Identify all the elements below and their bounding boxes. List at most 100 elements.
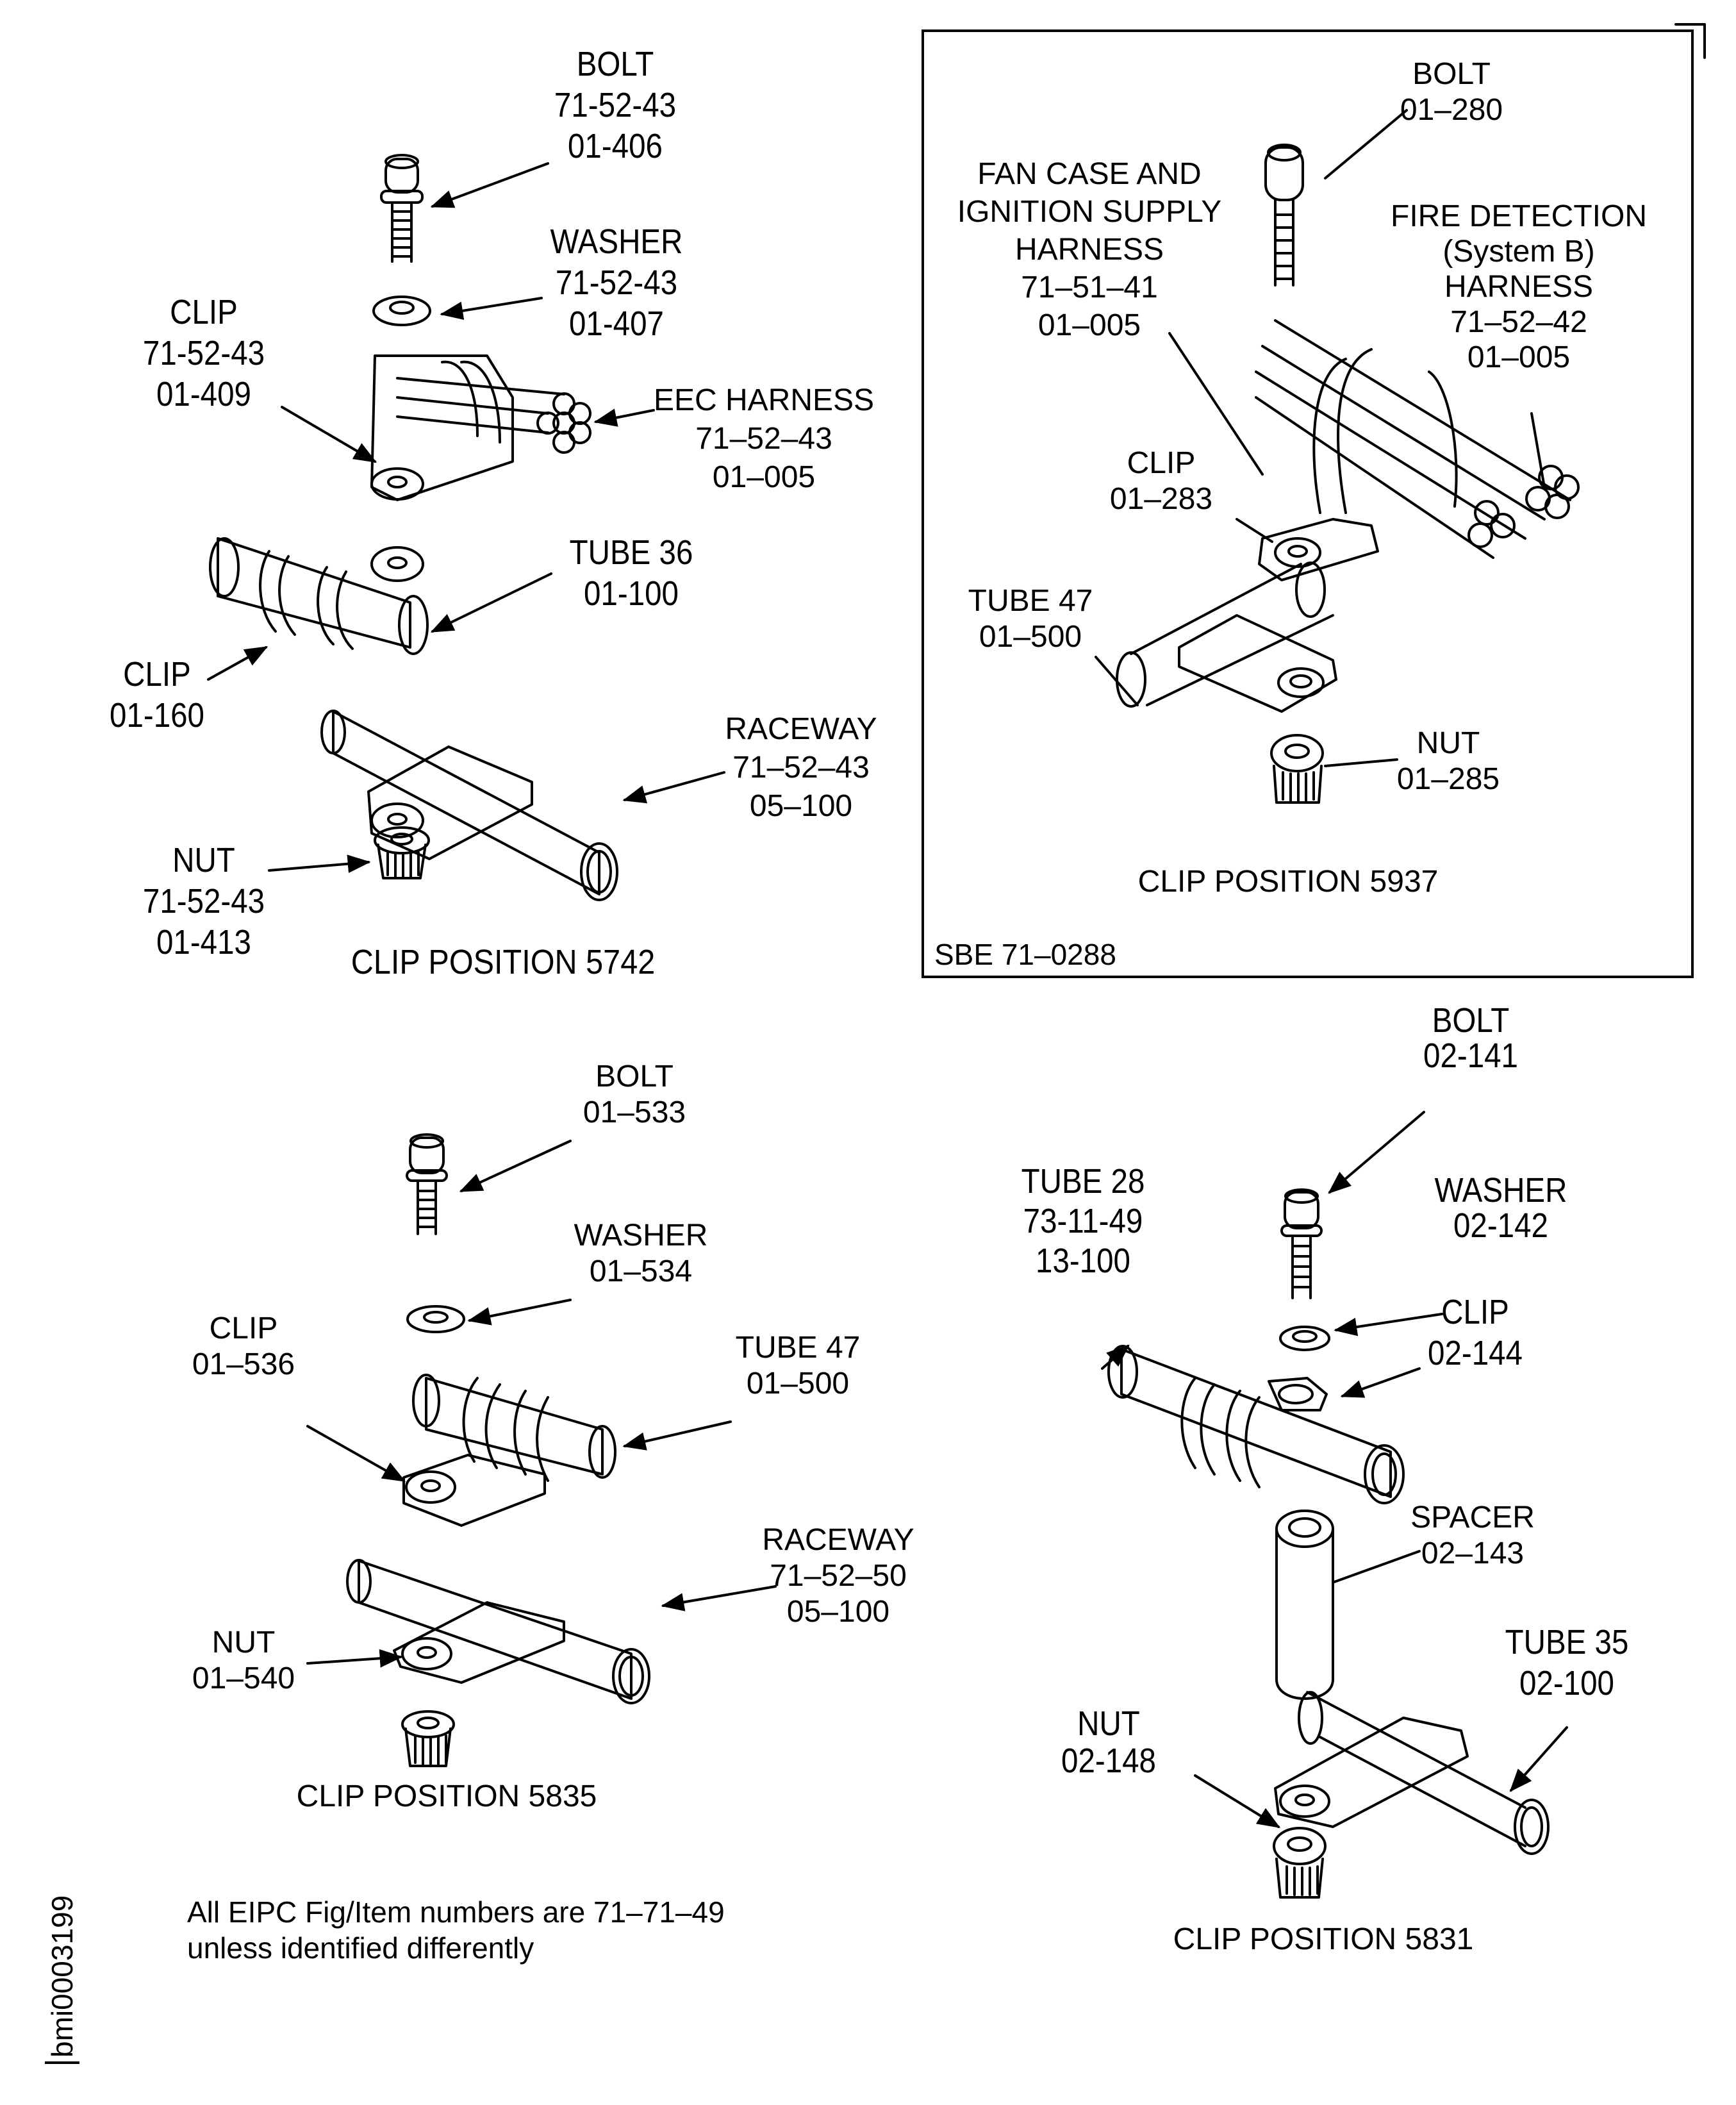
part-name: NUT bbox=[1416, 726, 1480, 760]
washer-5831 bbox=[1279, 1326, 1330, 1351]
part-name: BOLT bbox=[1432, 1001, 1510, 1040]
part-ref: 73-11-49 bbox=[1023, 1202, 1143, 1240]
washer-5835 bbox=[406, 1305, 465, 1333]
part-item: 01–005 bbox=[1467, 340, 1571, 374]
part-item: 01–500 bbox=[746, 1367, 850, 1401]
part-label-nut-5937: NUT 01–285 bbox=[1397, 726, 1500, 797]
raceway-5742 bbox=[320, 710, 618, 901]
part-name: BOLT bbox=[595, 1060, 674, 1094]
nut-5835 bbox=[401, 1710, 455, 1767]
nut-5742 bbox=[374, 826, 430, 879]
bolt-5937 bbox=[1264, 144, 1304, 287]
part-name: TUBE 36 bbox=[569, 533, 693, 572]
part-label-tube36-5742: TUBE 36 01-100 bbox=[570, 532, 693, 614]
part-item: 01-160 bbox=[110, 696, 204, 735]
corner-bracket bbox=[1674, 23, 1706, 59]
part-item: 01–005 bbox=[712, 460, 816, 494]
part-name: TUBE 35 bbox=[1505, 1623, 1629, 1661]
part-label-tube35-5831: TUBE 35 02-100 bbox=[1505, 1622, 1629, 1704]
clip-harness-5937 bbox=[1255, 319, 1580, 581]
footnote-line: unless identified differently bbox=[187, 1931, 534, 1965]
part-label-bolt-5937: BOLT 01–280 bbox=[1400, 56, 1503, 128]
part-label-tube28-5831: TUBE 28 73-11-49 13-100 bbox=[1021, 1161, 1145, 1281]
part-label-clip-5831: CLIP 02-144 bbox=[1428, 1292, 1523, 1374]
part-item: 02-141 bbox=[1423, 1036, 1518, 1075]
part-item: 02-142 bbox=[1453, 1206, 1548, 1245]
part-name: NUT bbox=[172, 841, 235, 879]
part-name: NUT bbox=[1077, 1704, 1140, 1743]
part-item: 01–533 bbox=[583, 1095, 686, 1129]
tube47-5937 bbox=[1116, 562, 1337, 713]
part-label-washer-5831: WASHER 02-142 bbox=[1435, 1173, 1567, 1244]
document-id: bmi0003199 bbox=[45, 1895, 79, 2064]
part-name: HARNESS bbox=[1014, 233, 1164, 267]
part-label-bolt-5742: BOLT 71-52-43 01-406 bbox=[554, 44, 676, 167]
part-ref: 71–52–42 bbox=[1450, 305, 1587, 339]
part-item: 01–283 bbox=[1109, 482, 1213, 516]
tube35-5831 bbox=[1274, 1691, 1550, 1855]
part-item: 02–143 bbox=[1421, 1536, 1525, 1570]
part-label-eec-harness-5742: EEC HARNESS 71–52–43 01–005 bbox=[654, 381, 874, 497]
part-label-bolt-5831: BOLT 02-141 bbox=[1423, 1003, 1518, 1074]
part-item: 02-148 bbox=[1061, 1742, 1156, 1780]
part-label-washer-5742: WASHER 71-52-43 01-407 bbox=[550, 221, 683, 344]
part-item: 05–100 bbox=[786, 1595, 890, 1629]
part-item: 01–285 bbox=[1396, 762, 1500, 796]
nut-5831 bbox=[1273, 1827, 1327, 1899]
part-item: 01–500 bbox=[979, 620, 1082, 654]
part-item: 01–534 bbox=[589, 1254, 693, 1288]
part-item: 01-413 bbox=[156, 923, 251, 961]
spacer-5831 bbox=[1275, 1510, 1334, 1700]
part-ref: 71–52–50 bbox=[770, 1559, 907, 1593]
part-name: TUBE 47 bbox=[968, 584, 1093, 618]
part-item: 01–536 bbox=[192, 1347, 295, 1381]
part-name: IGNITION SUPPLY bbox=[957, 195, 1222, 229]
part-item: 01-100 bbox=[584, 574, 679, 613]
part-item: 05–100 bbox=[749, 789, 853, 823]
eipc-footnote: All EIPC Fig/Item numbers are 71–71–49 u… bbox=[187, 1894, 725, 1966]
bolt-5831 bbox=[1280, 1188, 1323, 1299]
part-label-bolt-5835: BOLT 01–533 bbox=[583, 1059, 686, 1131]
service-bulletin-box bbox=[922, 29, 1694, 978]
part-name: RACEWAY bbox=[725, 712, 877, 746]
part-label-clip160-5742: CLIP 01-160 bbox=[110, 654, 204, 736]
part-ref: 71–51–41 bbox=[1021, 270, 1158, 304]
part-name: CLIP bbox=[170, 293, 238, 331]
part-label-raceway-5835: RACEWAY 71–52–50 05–100 bbox=[762, 1522, 914, 1630]
part-label-nut-5742: NUT 71-52-43 01-413 bbox=[143, 840, 265, 963]
part-name: (System B) bbox=[1443, 235, 1595, 269]
part-label-clip-5937: CLIP 01–283 bbox=[1110, 445, 1212, 517]
part-item: 01–280 bbox=[1400, 93, 1503, 127]
washer-5742 bbox=[372, 295, 431, 326]
clip-tube47-5835 bbox=[402, 1374, 616, 1527]
part-name: FIRE DETECTION bbox=[1390, 199, 1648, 233]
part-item: 01-407 bbox=[569, 304, 664, 343]
part-label-tube47-5835: TUBE 47 01–500 bbox=[736, 1330, 861, 1402]
part-ref: 71-52-43 bbox=[555, 263, 678, 302]
part-name: CLIP bbox=[209, 1311, 278, 1345]
bolt-5742 bbox=[380, 154, 424, 263]
part-label-clip-5835: CLIP 01–536 bbox=[192, 1311, 295, 1383]
part-name: WASHER bbox=[574, 1219, 708, 1252]
part-item: 01–540 bbox=[192, 1661, 295, 1695]
part-ref: 71-52-43 bbox=[554, 86, 677, 124]
part-name: TUBE 47 bbox=[735, 1331, 861, 1365]
clip-position-caption-5742: CLIP POSITION 5742 bbox=[351, 943, 656, 981]
part-item: 01–005 bbox=[1037, 308, 1141, 342]
clip-position-caption-5831: CLIP POSITION 5831 bbox=[1173, 1922, 1474, 1956]
part-label-fan-case-harness-5937: FAN CASE AND IGNITION SUPPLY HARNESS 71–… bbox=[957, 155, 1222, 344]
part-item: 02-144 bbox=[1428, 1334, 1523, 1372]
part-item: 13-100 bbox=[1036, 1242, 1130, 1280]
service-bulletin-label: SBE 71–0288 bbox=[934, 938, 1116, 971]
part-name: EEC HARNESS bbox=[653, 383, 875, 417]
clip-position-caption-5937: CLIP POSITION 5937 bbox=[1137, 865, 1439, 899]
part-name: CLIP bbox=[1441, 1293, 1509, 1331]
part-ref: 71–52–43 bbox=[695, 422, 832, 456]
part-label-spacer-5831: SPACER 02–143 bbox=[1410, 1500, 1535, 1572]
clip-harness-5742 bbox=[370, 354, 591, 501]
part-ref: 71-52-43 bbox=[142, 334, 265, 372]
tube36-clip-5742 bbox=[209, 537, 429, 655]
part-label-clip-5742: CLIP 71-52-43 01-409 bbox=[143, 292, 265, 415]
part-name: RACEWAY bbox=[762, 1523, 914, 1557]
part-label-washer-5835: WASHER 01–534 bbox=[574, 1218, 708, 1290]
